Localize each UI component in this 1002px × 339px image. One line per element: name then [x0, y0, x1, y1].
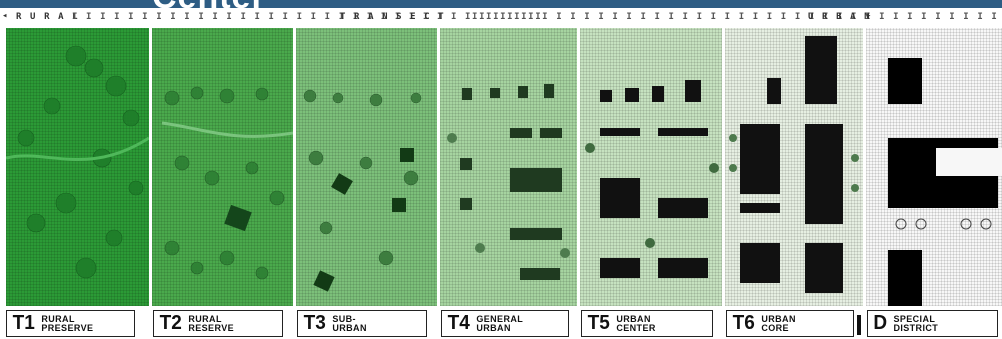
t5-landscape: [580, 28, 722, 306]
zone-name: GENERAL URBAN: [476, 315, 523, 333]
zone-panel-d: [866, 28, 1002, 306]
panel-divider: [863, 28, 866, 306]
t2-landscape: [152, 28, 293, 306]
zone-panel-t2: [152, 28, 293, 306]
zone-label-t6: T6 URBAN CORE: [726, 310, 854, 337]
zone-code: T2: [155, 312, 188, 335]
panel-divider: [149, 28, 152, 306]
zone-code: T4: [443, 312, 476, 335]
zone-label-d: D SPECIAL DISTRICT: [867, 310, 998, 337]
zone-label-t3: T3 SUB- URBAN: [297, 310, 427, 337]
panel-divider: [437, 28, 440, 306]
zone-panel-t6: [725, 28, 863, 306]
zone-label-t5: T5 URBAN CENTER: [581, 310, 713, 337]
zone-code: T1: [8, 312, 41, 335]
zone-boundary-marker: [857, 315, 861, 335]
zone-label-t2: T2 RURAL RESERVE: [153, 310, 283, 337]
zone-name: RURAL RESERVE: [188, 315, 234, 333]
zone-panel-t4: [440, 28, 577, 306]
zone-name: URBAN CORE: [761, 315, 796, 333]
scale-ticks-2: I I I I I I I I I I I I I I I I I I I I …: [472, 12, 1002, 22]
panel-divider: [577, 28, 580, 306]
zone-name: SUB- URBAN: [332, 315, 367, 333]
t1-landscape: [6, 28, 149, 306]
panel-divider: [293, 28, 296, 306]
scale-urban-label: U R B A N: [808, 12, 871, 22]
scale-right-arrow: ▸: [866, 11, 873, 21]
zone-code: T6: [728, 312, 761, 335]
panel-divider: [722, 28, 725, 306]
zone-code: D: [869, 312, 893, 335]
zone-panel-t1: [6, 28, 149, 306]
zone-code: T3: [299, 312, 332, 335]
header-band: [0, 0, 1002, 8]
zone-name: RURAL PRESERVE: [41, 315, 93, 333]
zone-panel-t3: [296, 28, 437, 306]
t3-landscape: [296, 28, 437, 306]
d-landscape: [866, 28, 1002, 306]
t6-landscape: [725, 28, 863, 306]
zone-name: SPECIAL DISTRICT: [893, 315, 938, 333]
zone-name: URBAN CENTER: [616, 315, 655, 333]
zone-panel-t5: [580, 28, 722, 306]
zone-label-strip: T1 RURAL PRESERVE T2 RURAL RESERVE T3 SU…: [0, 310, 1002, 339]
scale-left-arrow: ◂: [2, 11, 9, 21]
transect-scale: ◂ R U R A L I I I I I I I I I I I I I I …: [0, 8, 1002, 26]
zone-code: T5: [583, 312, 616, 335]
scale-rural-label: R U R A L: [16, 12, 79, 22]
scale-transect-label: T R A N S E C T: [340, 12, 445, 22]
t4-landscape: [440, 28, 577, 306]
zone-label-t4: T4 GENERAL URBAN: [441, 310, 569, 337]
zone-label-t1: T1 RURAL PRESERVE: [6, 310, 135, 337]
